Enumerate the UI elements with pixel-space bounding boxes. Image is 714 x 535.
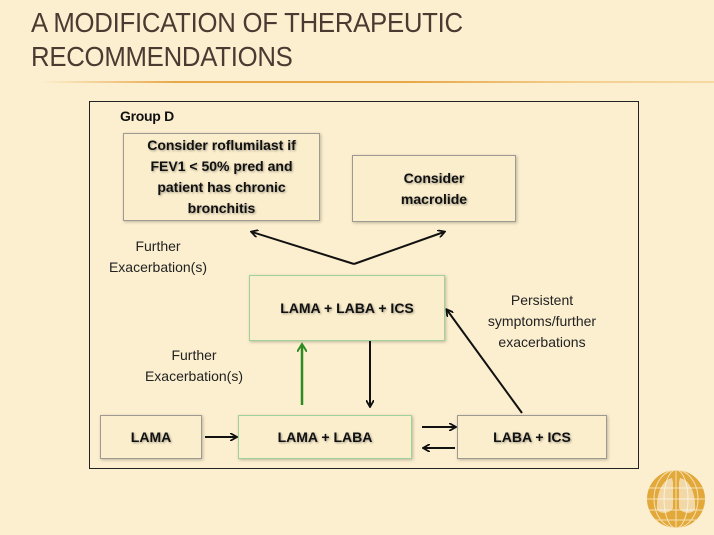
lama-text: LAMA (130, 428, 172, 445)
group-d-frame (89, 101, 639, 469)
lama-box: LAMA (100, 415, 202, 459)
lama-laba-box: LAMA + LABA (238, 415, 412, 459)
lama-laba-text: LAMA + LABA (277, 428, 373, 445)
further-exacerbations-mid-label: Further Exacerbation(s) (130, 345, 258, 387)
arrow-laba-ics-to-triple (447, 310, 523, 414)
lama-laba-ics-text: LAMA + LABA + ICS (280, 299, 414, 316)
further-exacerbations-top-label: Further Exacerbation(s) (108, 236, 208, 278)
arrow-to-macrolide (353, 232, 444, 265)
lama-laba-ics-box: LAMA + LABA + ICS (249, 275, 445, 341)
slide-title-line-1: A MODIFICATION OF THERAPEUTIC (31, 7, 463, 38)
arrow-to-roflumilast (252, 232, 355, 265)
further-exacerbations-top-text: Further Exacerbation(s) (108, 238, 208, 275)
roflumilast-box: Consider roflumilast if FEV1 < 50% pred … (123, 133, 320, 221)
roflumilast-text: Consider roflumilast if FEV1 < 50% pred … (147, 137, 296, 216)
group-label: Group D (120, 108, 174, 124)
title-underline-divider (40, 81, 714, 83)
laba-ics-box: LABA + ICS (457, 415, 607, 459)
slide-title: A MODIFICATION OF THERAPEUTIC RECOMMENDA… (31, 6, 583, 74)
slide-title-line-2: RECOMMENDATIONS (31, 41, 293, 72)
macrolide-box: Consider macrolide (352, 155, 516, 222)
further-exacerbations-mid-text: Further Exacerbation(s) (144, 347, 244, 384)
persistent-symptoms-text: Persistent symptoms/further exacerbation… (487, 292, 597, 350)
globe-lungs-logo-icon (647, 469, 705, 529)
persistent-symptoms-label: Persistent symptoms/further exacerbation… (462, 290, 622, 353)
macrolide-text: Consider macrolide (400, 169, 468, 207)
laba-ics-text: LABA + ICS (493, 428, 571, 445)
